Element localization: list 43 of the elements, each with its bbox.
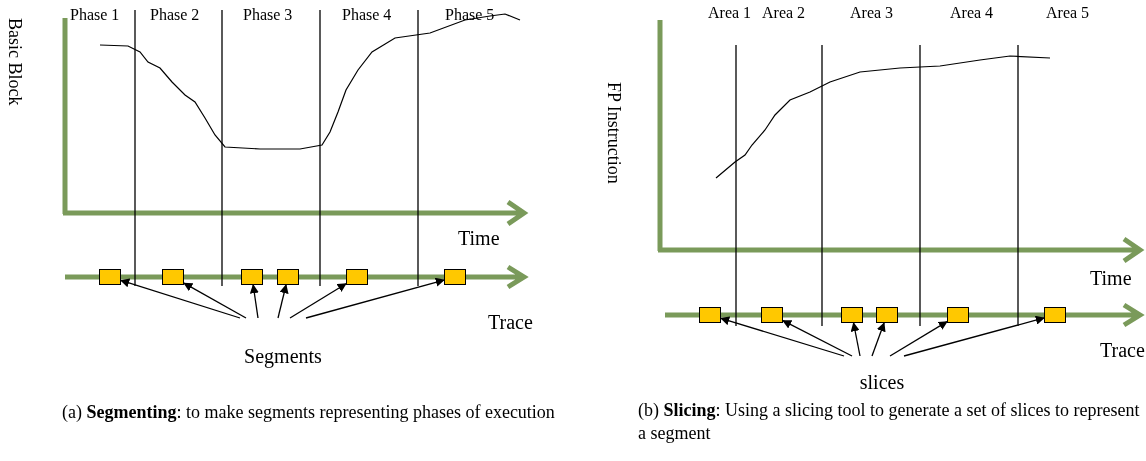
segment-marker — [841, 307, 863, 323]
arrow — [289, 283, 347, 319]
annotation-text: Segments — [244, 346, 322, 366]
annotation-text: slices — [859, 372, 905, 392]
arrow — [305, 277, 445, 319]
segment-marker — [761, 307, 783, 323]
segment-marker — [947, 307, 969, 323]
axis-label: Area 4 — [950, 3, 995, 23]
arrow — [720, 316, 845, 357]
axis-label: Time — [1090, 266, 1133, 290]
segment-marker — [99, 269, 121, 285]
axis-label: Trace — [1100, 338, 1146, 362]
caption: (b) Slicing: Using a slicing tool to generate a set of slices to represent a segment — [638, 399, 1141, 444]
arrow — [277, 284, 289, 319]
axis-label: Phase 2 — [150, 5, 200, 25]
arrow — [183, 282, 247, 319]
axis-label: Phase 4 — [342, 5, 392, 25]
axis-label: Area 5 — [1046, 3, 1091, 23]
segment-marker — [1044, 307, 1066, 323]
segment-marker — [241, 269, 263, 285]
segment-marker — [699, 307, 721, 323]
arrow — [782, 320, 853, 357]
segment-marker — [346, 269, 368, 285]
segment-marker — [444, 269, 466, 285]
arrow — [850, 322, 861, 357]
arrow — [120, 278, 241, 319]
axis-label: Trace — [488, 310, 534, 334]
caption: (a) Segmenting: to make segments representing phases of execution — [62, 401, 556, 424]
axis-label: Phase 1 — [70, 5, 120, 25]
arrow — [903, 315, 1045, 357]
axis-label: Time — [458, 226, 501, 250]
axis-label: FP Instruction — [605, 82, 623, 184]
segment-marker — [277, 269, 299, 285]
segment-marker — [162, 269, 184, 285]
arrow — [249, 284, 259, 319]
arrow — [871, 322, 886, 357]
arrow — [889, 321, 948, 357]
axis-label: Area 2 — [762, 3, 807, 23]
axis-label: Area 3 — [850, 3, 895, 23]
axis-label: Phase 3 — [243, 5, 293, 25]
axis-label: Area 1 — [708, 3, 753, 23]
segment-marker — [876, 307, 898, 323]
axis-label: Basic Block — [6, 18, 24, 106]
